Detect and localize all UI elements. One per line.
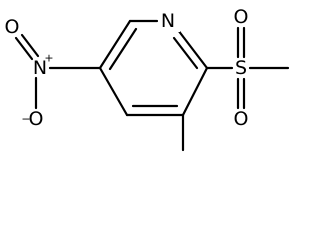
bond-c3-c4-inner [108,27,138,71]
atom-sulfonyl-oxygen-top: O [234,6,249,28]
charge-nitro-oxygen: − [21,113,30,126]
bond-c6-c2 [181,66,209,117]
molecule-drawing: N S O O N + O O − [5,6,290,152]
bond-n-o-upper-b [20,33,40,58]
atom-nitro-oxygen-upper: O [5,16,20,38]
bond-c2-n1 [176,28,209,70]
methylsulfonyl-group [205,26,290,110]
atom-ring-nitrogen: N [161,10,175,32]
atom-nitro-oxygen-lower: O [29,108,44,130]
atom-sulfonyl-oxygen-bottom: O [234,108,249,130]
nitro-group [14,33,102,110]
bond-c4-c5 [98,66,129,117]
charge-nitro-nitrogen: + [44,52,53,65]
pyridine-ring [98,19,209,117]
atom-sulfur: S [235,57,247,79]
bond-c3-c4 [98,19,132,70]
structure-canvas: N S O O N + O O − [4,6,290,152]
bond-n-o-upper-a [14,36,34,61]
bond-c2-n1-inner [172,36,199,70]
atom-nitro-nitrogen: N [33,57,47,79]
